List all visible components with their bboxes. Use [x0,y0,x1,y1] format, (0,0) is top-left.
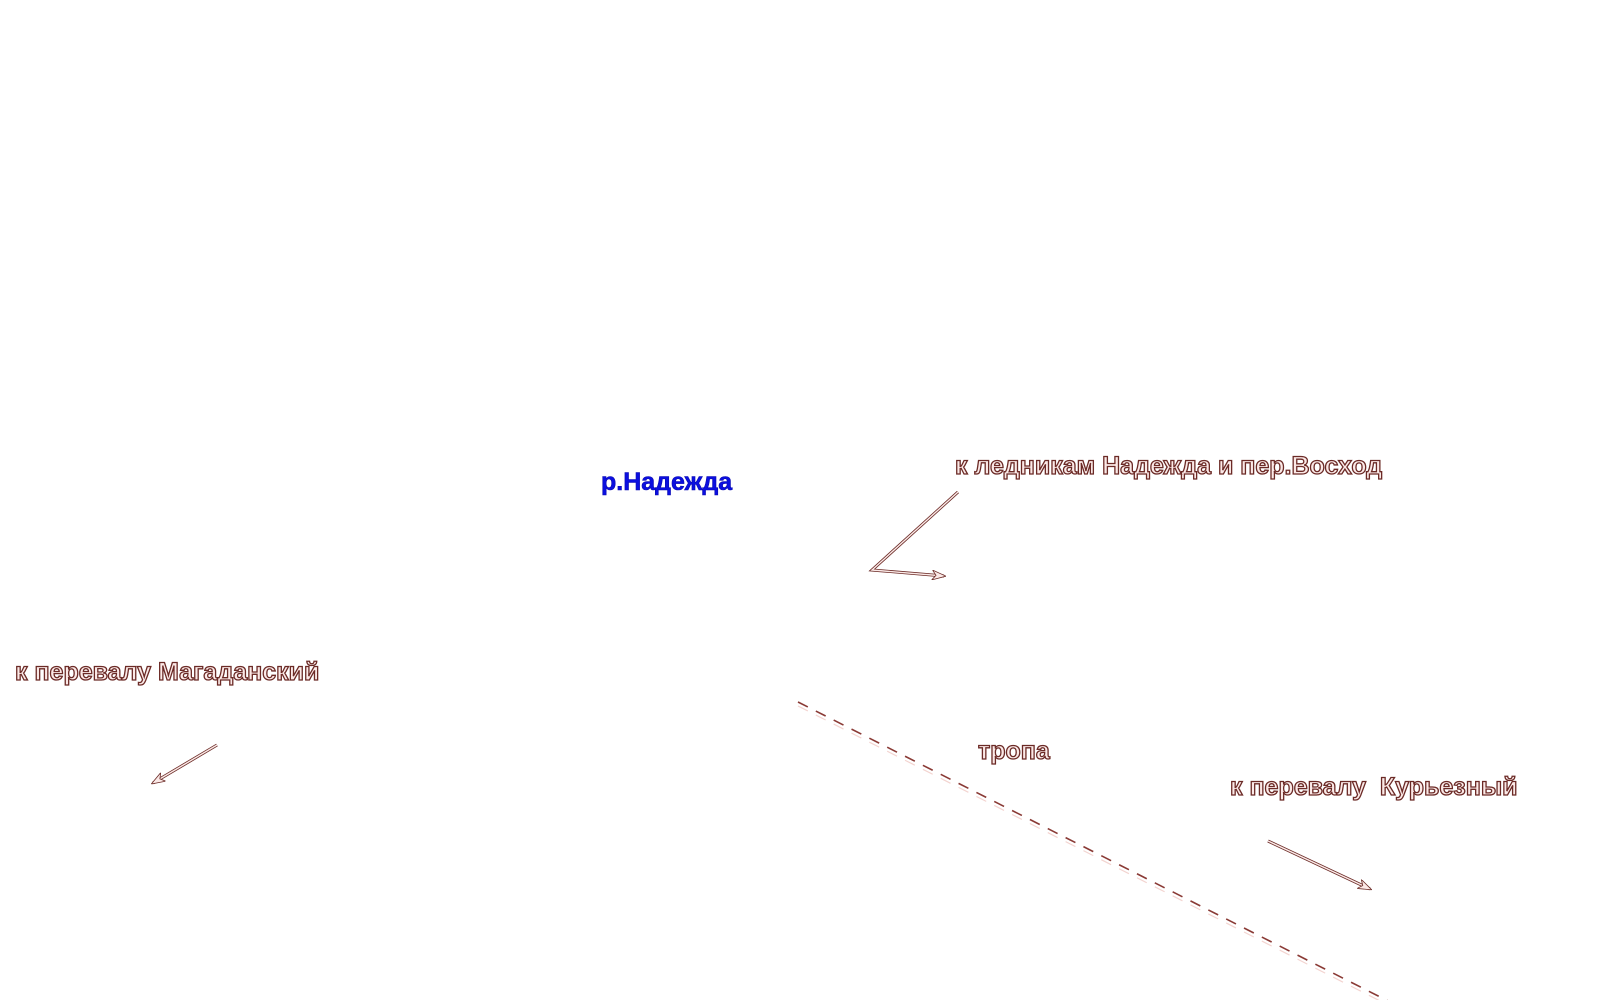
trail-line [797,701,1388,1000]
arrow-icon-to-pass-magadansky [153,743,218,783]
river-label-nadezhda: р.Надежда [601,468,733,496]
direction-label-to-glaciers: к ледникам Надежда и пер.Восход [954,452,1383,480]
trail-line-highlight [797,705,1380,1000]
trail-label: тропа [977,737,1050,765]
direction-label-to-pass-kuryozny: к перевалу Курьезный [1229,773,1518,801]
direction-label-to-pass-magadansky: к перевалу Магаданский [14,658,320,686]
arrow-icon-to-glaciers [868,490,960,576]
arrow-icon-to-pass-kuryozny [1267,839,1370,889]
